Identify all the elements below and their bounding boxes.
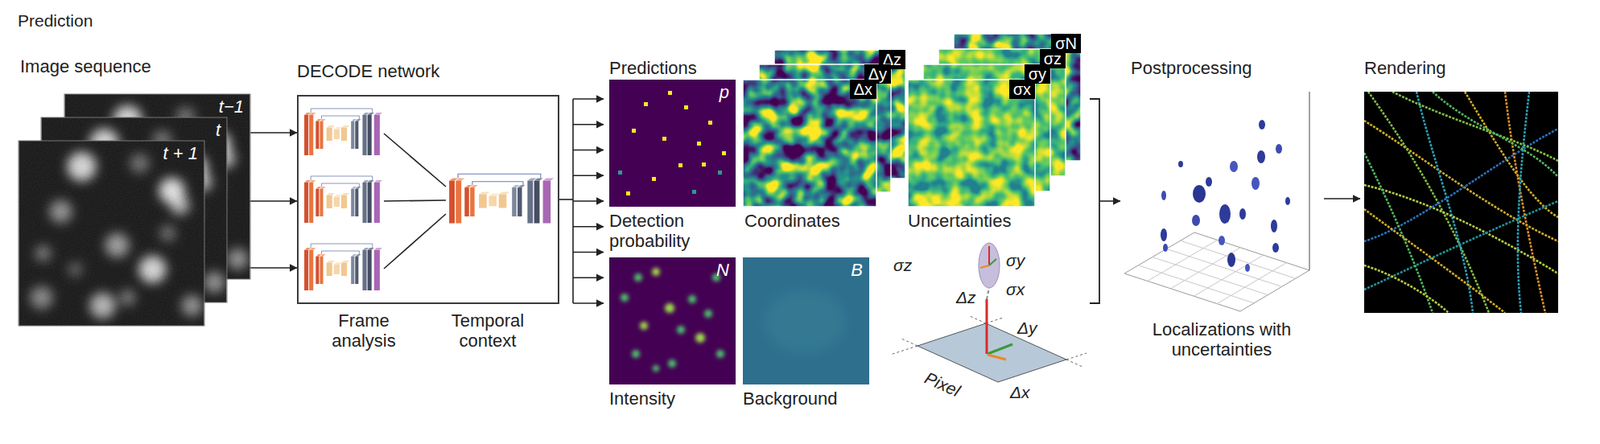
connector-line — [573, 123, 604, 126]
connector-line — [573, 98, 604, 100]
background-map-image — [742, 257, 870, 385]
network-box: DECODE networkFrame analysisTemporal con… — [296, 94, 560, 305]
connector-line — [383, 133, 446, 187]
connector-line — [559, 198, 574, 201]
predictions-group: PredictionspDetection probabilityΔzΔyΔxC… — [603, 32, 1101, 415]
probability-map-image — [609, 79, 736, 207]
map-caption: Intensity — [609, 388, 676, 409]
frame-time-label: t + 1 — [163, 143, 198, 164]
axis-symbol: Δy — [1017, 318, 1038, 339]
intensity-map-image — [609, 257, 736, 385]
connector — [1323, 198, 1361, 200]
axis-symbol: Δx — [1010, 383, 1031, 403]
postprocessing-panel: PostprocessingLocalizations with uncerta… — [1120, 52, 1324, 375]
coordinate-map: ΔxCoordinates — [742, 79, 877, 207]
channel-label: N — [716, 259, 730, 281]
connector-line — [573, 174, 604, 177]
panel-heading: Postprocessing — [1130, 57, 1252, 79]
connector — [383, 133, 446, 269]
localization-plot — [1124, 91, 1310, 312]
connector-line — [383, 214, 446, 269]
axis-symbol: σx — [1006, 280, 1025, 300]
frame-analysis-group: Frame analysis — [301, 102, 384, 301]
connector-line — [573, 302, 604, 305]
background-map: BBackground — [742, 257, 870, 385]
connector-line — [1323, 197, 1361, 200]
coordinate-maps-image — [742, 49, 906, 207]
probability-map: pDetection probability — [609, 79, 736, 207]
frame-time-label: t — [215, 119, 221, 141]
unet-icons — [304, 108, 554, 291]
channel-label: Δx — [849, 79, 877, 99]
pixel-label: Pixel — [921, 368, 963, 402]
connector-line — [383, 200, 446, 202]
channel-label: B — [850, 259, 863, 281]
temporal-context-group: Temporal context — [445, 164, 557, 236]
connector-line — [573, 200, 604, 203]
camera-frame: t−1 — [64, 94, 251, 280]
connector — [250, 132, 297, 134]
panel-heading: Image sequence — [20, 56, 152, 77]
map-caption: Background — [742, 388, 838, 409]
map-caption: Detection probability — [609, 210, 736, 252]
panel-heading: Rendering — [1364, 57, 1447, 79]
axis-symbol: σy — [1006, 251, 1025, 271]
box-heading: DECODE network — [296, 61, 440, 82]
connector — [1100, 201, 1121, 203]
rendering-panel: Rendering — [1360, 52, 1559, 314]
connector-line — [573, 226, 604, 228]
group-bracket — [1089, 98, 1100, 304]
connector-line — [573, 149, 604, 152]
figure-title: Prediction — [17, 11, 93, 31]
connector-line — [1100, 200, 1121, 203]
pixel-diagram — [890, 243, 1087, 383]
group-heading: Predictions — [609, 57, 697, 79]
rendered-image — [1364, 91, 1559, 314]
channel-label: p — [719, 82, 730, 103]
panel-caption: Localizations with uncertainties — [1129, 319, 1315, 361]
axis-symbol: σz — [893, 255, 912, 276]
uncertainty-map: σxUncertainties — [907, 79, 1036, 207]
group-caption: Temporal context — [435, 310, 541, 352]
connector — [559, 98, 604, 304]
camera-frames — [18, 94, 251, 326]
channel-label: σx — [1009, 79, 1036, 99]
map-caption: Coordinates — [744, 210, 841, 231]
group-caption: Frame analysis — [315, 310, 413, 352]
axis-symbol: Δz — [956, 288, 977, 308]
intensity-map: NIntensity — [609, 257, 736, 385]
camera-frame: t + 1 — [18, 140, 205, 326]
uncertainty-maps-image — [907, 33, 1081, 207]
map-caption: Uncertainties — [907, 210, 1011, 231]
connector-line — [573, 251, 604, 254]
camera-frame: t — [41, 117, 227, 303]
connector-line — [573, 276, 604, 279]
connector-line — [250, 131, 297, 134]
frame-time-label: t−1 — [218, 96, 244, 117]
